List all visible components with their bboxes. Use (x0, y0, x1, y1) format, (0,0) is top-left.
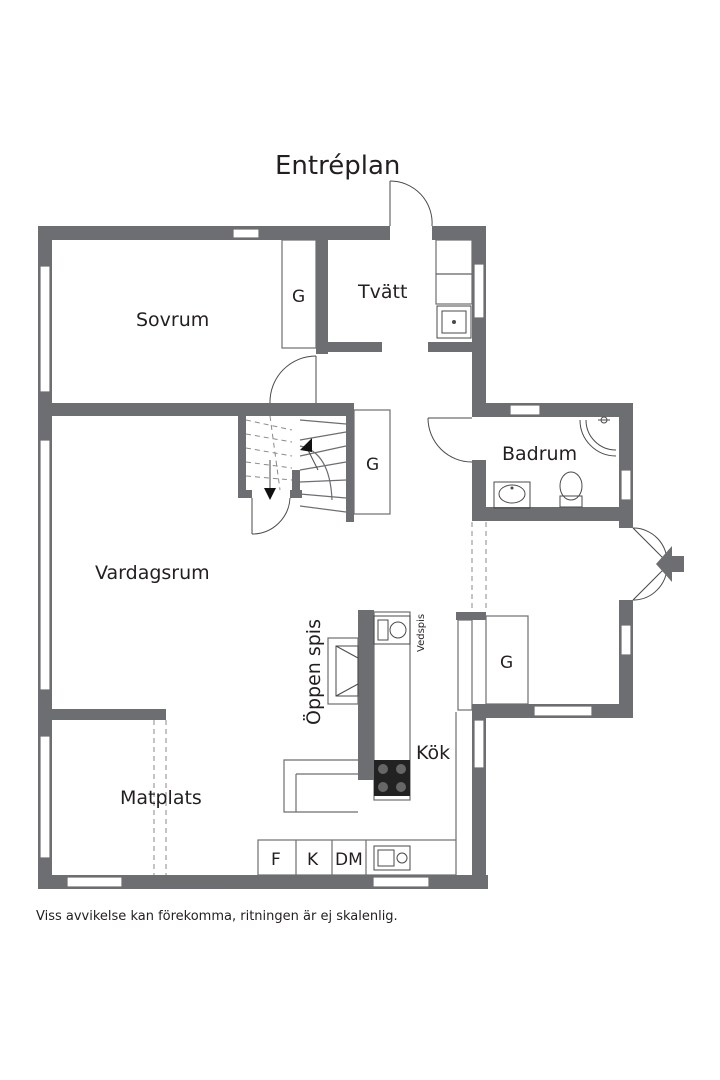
dashed-openings (153, 522, 487, 875)
bathroom-fittings (493, 416, 617, 509)
label-kyl: K (307, 850, 319, 870)
stair-arrow-icon (300, 438, 312, 452)
label-garderob-2: G (366, 455, 379, 475)
shower-icon (598, 416, 610, 424)
label-diskmaskin: DM (335, 850, 363, 870)
label-matplats: Matplats (120, 787, 202, 809)
sink-icon (436, 305, 472, 339)
stair-arrow-icon (264, 488, 276, 500)
disclaimer-text: Viss avvikelse kan förekomma, ritningen … (36, 909, 398, 924)
stairs (245, 415, 347, 513)
room-labels: Sovrum Tvätt Badrum Vardagsrum Matplats … (95, 281, 577, 870)
label-tvatt: Tvätt (357, 281, 407, 303)
stove-icon (374, 760, 410, 796)
label-garderob-3: G (500, 653, 513, 673)
label-frys: F (271, 850, 281, 870)
toilet-icon (559, 471, 583, 508)
label-badrum: Badrum (502, 443, 577, 465)
wardrobes (281, 239, 529, 711)
label-sovrum: Sovrum (136, 309, 209, 331)
interior-walls (38, 238, 486, 780)
doors (251, 180, 668, 601)
sink-icon (373, 845, 411, 871)
sink-icon (493, 481, 531, 509)
label-vedspis: Vedspis (416, 614, 427, 652)
stove-icon (373, 615, 411, 645)
label-garderob-1: G (292, 287, 305, 307)
label-vardagsrum: Vardagsrum (95, 562, 210, 584)
kitchen-fittings (257, 611, 457, 876)
open-fireplace (327, 637, 359, 705)
label-kok: Kök (416, 742, 450, 764)
laundry-fittings (435, 239, 473, 339)
plan-title: Entréplan (275, 151, 400, 181)
sliding-door (154, 880, 236, 885)
windows (39, 228, 632, 888)
label-oppen-spis: Öppen spis (302, 619, 325, 725)
entrance-arrow-icon (656, 546, 684, 582)
